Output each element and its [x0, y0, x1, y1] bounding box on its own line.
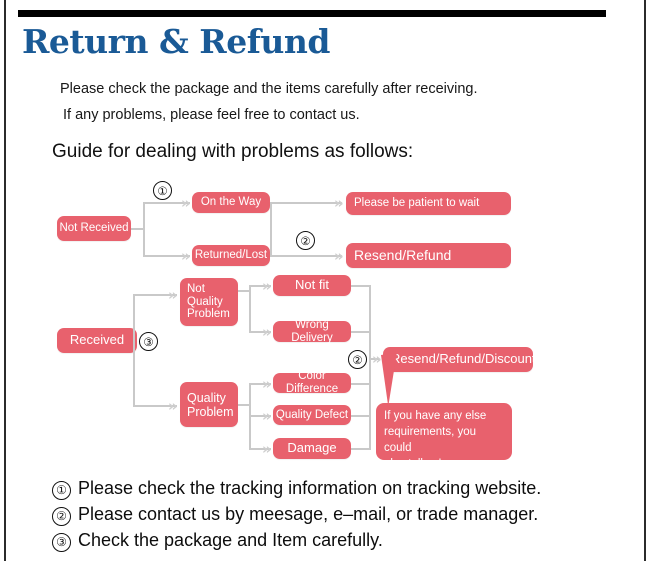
connector-to-not-fit: [249, 285, 271, 287]
connector-not-received-stem: [131, 228, 144, 230]
flow-node-wrong-delivery[interactable]: Wrong Delivery: [273, 319, 351, 344]
connector-received-split: [133, 295, 135, 407]
connector-to-damage: [249, 448, 271, 450]
callout-bubble: If you have any else requirements, you c…: [376, 403, 512, 470]
connector-to-on-the-way: [143, 202, 190, 204]
step-marker-3: ③: [139, 332, 158, 351]
arrow-icon-to-quality-problem: »: [168, 397, 178, 415]
connector-damage-out: [351, 448, 371, 450]
flow-node-on-the-way[interactable]: On the Way: [192, 192, 270, 213]
flow-node-received[interactable]: Received: [57, 328, 137, 353]
flow-node-resend-refund[interactable]: Resend/Refund: [346, 243, 511, 268]
connector-not-received-split: [143, 203, 145, 256]
flow-node-not-quality-problem[interactable]: Not Quality Problem: [180, 278, 238, 326]
step-marker-1: ①: [153, 181, 172, 200]
connector-not-fit-out: [351, 285, 371, 287]
arrow-icon-to-on-the-way: »: [181, 194, 191, 212]
flow-node-not-received[interactable]: Not Received: [57, 216, 131, 241]
callout-line-2: requirements, you could: [384, 425, 477, 454]
connector-collector-vertical: [369, 285, 371, 450]
connector-wrong-delivery-out: [351, 331, 371, 333]
step-marker-2-upper: ②: [296, 231, 315, 250]
arrow-icon-to-color-difference: »: [262, 375, 272, 393]
flow-node-color-difference[interactable]: Color Difference: [273, 370, 351, 395]
intro-line-1: Please check the package and the items c…: [60, 81, 478, 97]
flow-node-quality-defect[interactable]: Quality Defect: [273, 405, 351, 425]
connector-to-resend-refund-discount: [369, 358, 379, 360]
connector-on-the-way-out: [270, 202, 342, 204]
page-border-left: [4, 0, 6, 561]
flow-node-not-fit[interactable]: Not fit: [273, 275, 351, 296]
list-item: ① Please check the tracking information …: [52, 478, 622, 500]
arrow-icon-to-resend-refund: »: [334, 247, 344, 265]
connector-to-quality-problem: [133, 405, 177, 407]
flow-node-quality-problem[interactable]: Quality Problem: [180, 382, 238, 427]
connector-nqp-stem: [238, 290, 250, 292]
connector-to-wrong-delivery: [249, 331, 271, 333]
note-number-3: ③: [52, 533, 71, 552]
note-number-1: ①: [52, 481, 71, 500]
list-item: ② Please contact us by meesage, e–mail, …: [52, 504, 622, 526]
top-rule-divider: [18, 10, 606, 17]
flow-node-please-be-patient[interactable]: Please be patient to wait: [346, 192, 511, 215]
connector-to-not-quality-problem: [133, 294, 177, 296]
connector-qp-stem: [238, 404, 250, 406]
problem-flowchart: Not Received » » ① On the Way Returned/L…: [0, 175, 650, 470]
note-text-2: Please contact us by meesage, e–mail, or…: [78, 504, 539, 524]
flow-node-returned-lost[interactable]: Returned/Lost: [192, 245, 270, 266]
arrow-icon-to-quality-defect: »: [262, 407, 272, 425]
flow-node-resend-refund-discount[interactable]: Resend/Refund/Discount: [383, 347, 536, 372]
page-border-right: [644, 0, 646, 561]
list-item: ③ Check the package and Item carefully.: [52, 530, 622, 552]
connector-to-quality-defect: [249, 415, 271, 417]
arrow-icon-to-resend-refund-discount: »: [372, 350, 382, 368]
intro-line-2: If any problems, please feel free to con…: [63, 107, 360, 123]
arrow-icon-to-returned-lost: »: [181, 247, 191, 265]
connector-mid-join-vertical: [270, 202, 272, 256]
connector-color-difference-out: [351, 383, 371, 385]
callout-line-3: also tell us!: [384, 457, 442, 470]
note-text-3: Check the package and Item carefully.: [78, 530, 383, 550]
note-text-1: Please check the tracking information on…: [78, 478, 542, 498]
arrow-icon-to-not-quality-problem: »: [168, 286, 178, 304]
flow-node-damage[interactable]: Damage: [273, 438, 351, 459]
note-number-2: ②: [52, 507, 71, 526]
arrow-icon-to-damage: »: [262, 440, 272, 458]
callout-line-1: If you have any else: [384, 410, 487, 422]
guide-heading: Guide for dealing with problems as follo…: [52, 141, 414, 162]
step-marker-2-lower: ②: [348, 350, 367, 369]
arrow-icon-to-not-fit: »: [262, 277, 272, 295]
page-title: Return & Refund: [22, 22, 330, 61]
connector-quality-defect-out: [351, 415, 371, 417]
notes-list: ① Please check the tracking information …: [52, 478, 622, 556]
connector-nqp-split: [249, 285, 251, 332]
arrow-icon-to-wrong-delivery: »: [262, 323, 272, 341]
arrow-icon-to-please-wait: »: [334, 194, 344, 212]
connector-returned-lost-out: [270, 255, 342, 257]
connector-to-color-difference: [249, 383, 271, 385]
connector-to-returned-lost: [143, 255, 190, 257]
